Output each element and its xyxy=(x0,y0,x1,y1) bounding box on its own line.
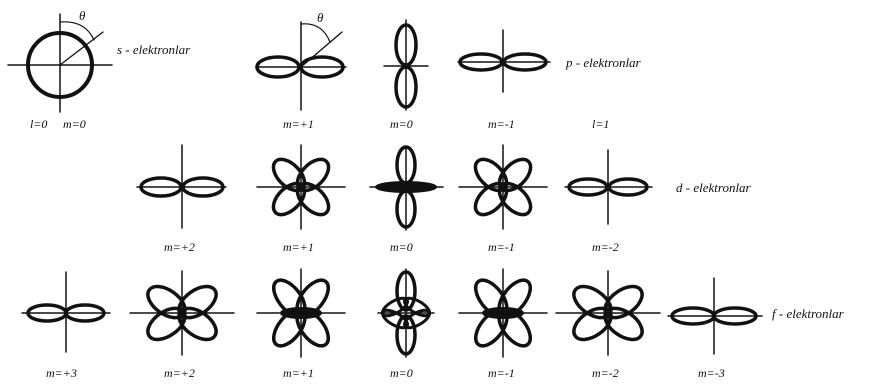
f-label-m-plus3: m=+3 xyxy=(46,366,77,381)
p-label-m-0: m=0 xyxy=(390,117,413,132)
p-orbital-m-minus1 xyxy=(458,30,550,92)
f-orbital-m-0 xyxy=(378,269,434,357)
d-orbital-m-plus1 xyxy=(257,145,345,229)
p-row-title: p - elektronlar xyxy=(566,55,641,71)
s-label-m: m=0 xyxy=(63,117,86,132)
f-label-m-0: m=0 xyxy=(390,366,413,381)
p-orbital-m-0 xyxy=(384,20,428,110)
d-label-m-plus2: m=+2 xyxy=(164,240,195,255)
d-label-m-plus1: m=+1 xyxy=(283,240,314,255)
d-label-m-minus2: m=-2 xyxy=(592,240,619,255)
d-orbital-m-minus2 xyxy=(565,150,652,224)
d-orbital-m-0 xyxy=(370,146,443,230)
theta-symbol-s: θ xyxy=(79,8,85,24)
d-label-m-0: m=0 xyxy=(390,240,413,255)
f-label-m-plus2: m=+2 xyxy=(164,366,195,381)
p-orbital-m-plus1 xyxy=(256,22,346,110)
f-orbital-m-minus1 xyxy=(459,269,547,357)
p-label-m-minus1: m=-1 xyxy=(488,117,515,132)
f-label-m-minus2: m=-2 xyxy=(592,366,619,381)
f-label-m-plus1: m=+1 xyxy=(283,366,314,381)
theta-symbol-p: θ xyxy=(317,10,323,26)
s-orbital xyxy=(8,14,112,112)
f-row-title: f - elektronlar xyxy=(772,306,844,322)
s-label-l: l=0 xyxy=(30,117,47,132)
f-orbital-m-plus3 xyxy=(22,272,110,352)
p-label-l: l=1 xyxy=(592,117,609,132)
p-label-m-plus1: m=+1 xyxy=(283,117,314,132)
f-label-m-minus1: m=-1 xyxy=(488,366,515,381)
f-label-m-minus3: m=-3 xyxy=(698,366,725,381)
f-orbital-m-minus2 xyxy=(556,271,660,355)
d-orbital-m-plus2 xyxy=(137,145,226,228)
s-row-title: s - elektronlar xyxy=(117,42,190,58)
f-orbital-m-plus1 xyxy=(257,269,345,357)
d-row-title: d - elektronlar xyxy=(676,180,751,196)
f-orbital-m-plus2 xyxy=(130,271,234,355)
d-orbital-m-minus1 xyxy=(459,145,547,229)
f-orbital-m-minus3 xyxy=(668,278,762,354)
d-label-m-minus1: m=-1 xyxy=(488,240,515,255)
